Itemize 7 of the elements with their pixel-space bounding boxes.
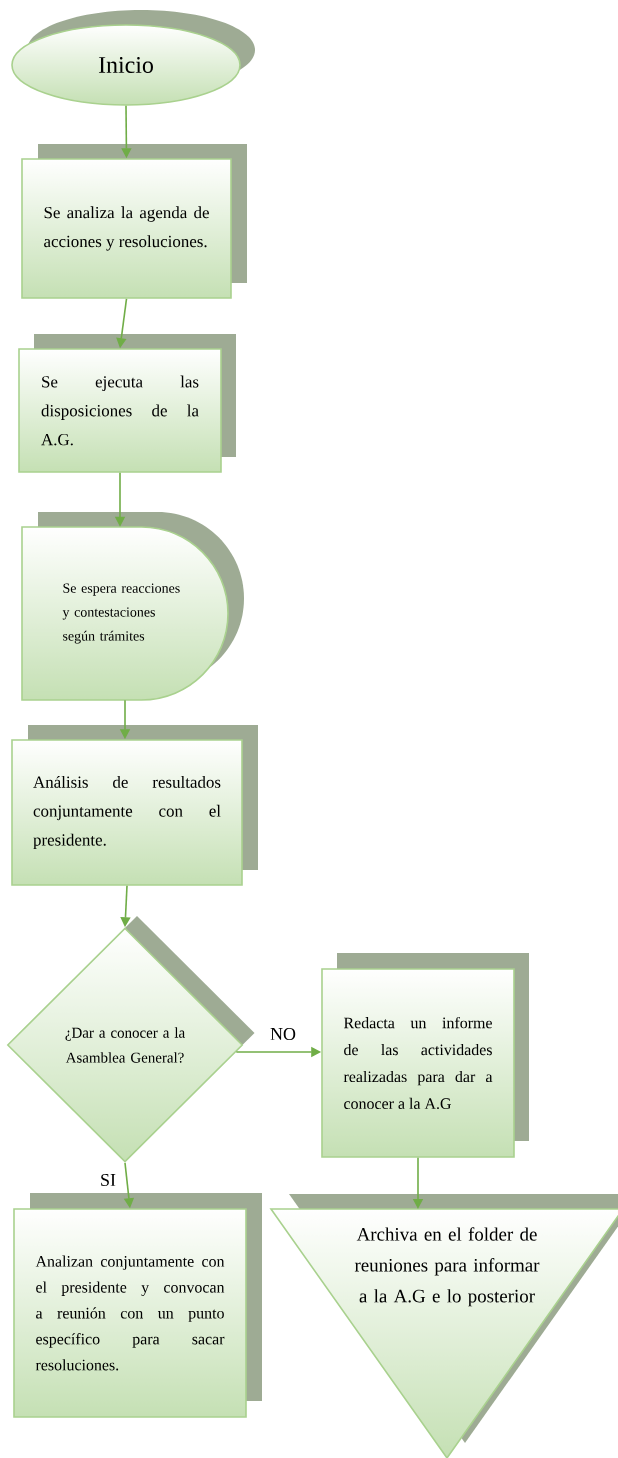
process-box: Analizan conjuntamente con el presidente y convocan a reunión con un punto específico para sacar resoluciones. xyxy=(13,1193,262,1418)
process-box: Se analiza la agenda de acciones y resoluciones. xyxy=(21,144,247,299)
edge-label: SI xyxy=(99,1173,117,1188)
process-box: Se ejecuta las disposiciones de la A.G. xyxy=(18,334,236,473)
process-box: Análisis de resultados conjuntamente con el presidente. xyxy=(11,725,258,886)
edge-label: NO xyxy=(269,1027,297,1042)
process-box: Redacta un informe de las actividades realizadas para dar a conocer a la A.G xyxy=(321,953,529,1158)
